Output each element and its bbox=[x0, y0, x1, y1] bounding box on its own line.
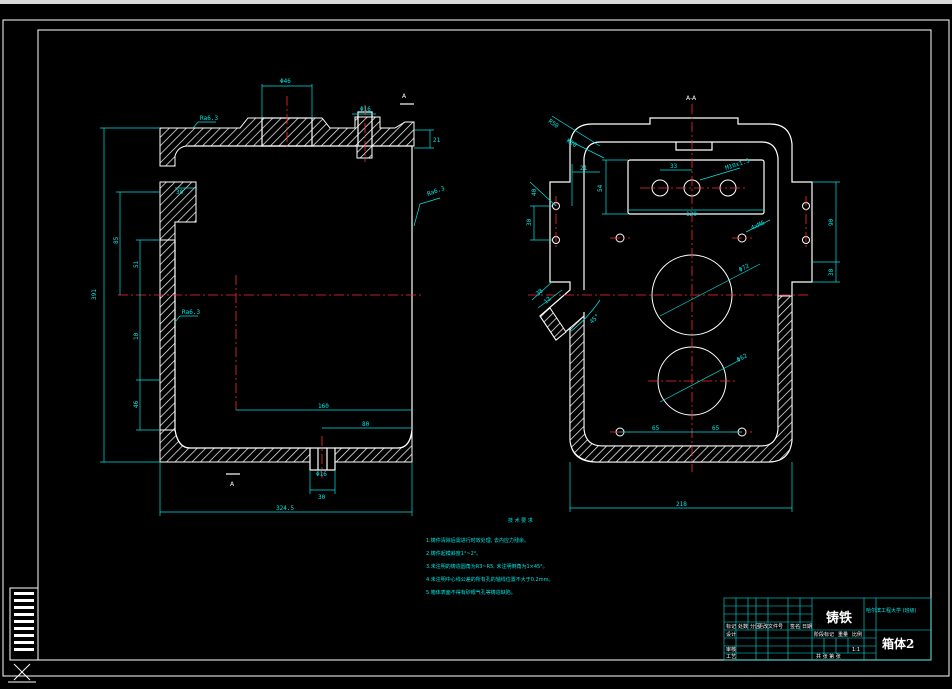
inner-border bbox=[37, 29, 932, 661]
dim-top-height: 21 bbox=[433, 137, 441, 144]
right-view-wall-section-right bbox=[569, 295, 793, 463]
tb-row-label-5: 签名 bbox=[790, 623, 800, 630]
left-view-drain bbox=[309, 447, 336, 471]
ucs-icon bbox=[8, 663, 36, 683]
tb-weight-label: 重量 bbox=[838, 631, 848, 638]
tb-row-label-2: 处数 bbox=[738, 623, 748, 630]
dim-top-small-bore: Φ16 bbox=[360, 106, 371, 113]
legend-bar-6 bbox=[14, 627, 34, 630]
dim-40: 40 bbox=[531, 188, 538, 196]
dim-overall-width: 324.5 bbox=[276, 505, 294, 512]
tb-row-label-6: 日期 bbox=[802, 624, 812, 630]
tb-school: 哈尔滨工程大学 (班级) bbox=[866, 607, 917, 614]
rough-mark-2: Ra6.3 bbox=[426, 185, 446, 198]
dim-65-right: 65 bbox=[712, 425, 720, 432]
dim-33: 33 bbox=[670, 163, 678, 170]
cad-drawing-canvas[interactable]: A A Φ46 Φ16 21 391 85 51 10 46 3 bbox=[0, 4, 952, 689]
tb-row-label-3: 分区 bbox=[750, 623, 760, 630]
right-view: A-A bbox=[526, 95, 840, 512]
rough-mark-1: Ra6.3 bbox=[200, 115, 218, 122]
dim-38: 38 bbox=[535, 287, 545, 297]
right-view-top-notch bbox=[675, 142, 713, 151]
layer-legend[interactable] bbox=[9, 587, 39, 661]
legend-bar-7 bbox=[14, 634, 34, 637]
dim-bottom-width: 80 bbox=[362, 421, 370, 428]
tb-material: 铸铁 bbox=[826, 610, 852, 626]
dim-12: 12 bbox=[543, 295, 553, 305]
tb-design: 设计 bbox=[726, 631, 736, 638]
dim-drain: Φ16 bbox=[316, 471, 327, 478]
left-view-left-wall bbox=[159, 239, 176, 431]
dim-overall-height: 391 bbox=[91, 289, 98, 300]
dim-120: 120 bbox=[686, 211, 697, 218]
legend-bar-1 bbox=[14, 592, 34, 595]
dim-30-right: 30 bbox=[828, 268, 835, 276]
left-view-bottom-right bbox=[334, 429, 413, 463]
dim-angle: 45° bbox=[588, 313, 601, 326]
rough-mark-3: Ra6.3 bbox=[182, 309, 200, 316]
left-view-inner-outline bbox=[174, 145, 413, 449]
dim-top-bore: Φ46 bbox=[280, 78, 291, 85]
outer-border bbox=[2, 19, 950, 677]
notes-heading: 技 术 要 求 bbox=[508, 517, 533, 524]
tb-row-label-1: 标记 bbox=[726, 623, 736, 630]
section-label-top: A bbox=[402, 93, 407, 100]
tb-ratio-label: 比例 bbox=[852, 631, 862, 638]
tb-scale: 1:1 bbox=[852, 647, 860, 653]
dim-65-left: 65 bbox=[652, 425, 660, 432]
note-item-5: 5.箱体表面不得有砂眼气孔等铸造缺陷。 bbox=[426, 589, 516, 596]
tb-review: 审核 bbox=[726, 646, 736, 653]
left-view-dim-lines bbox=[100, 84, 441, 516]
dim-height-mid2: 10 bbox=[133, 332, 140, 340]
note-item-4: 4.未注明中心线公差的所有孔的轴线位置不大于0.2mm。 bbox=[426, 576, 553, 583]
dim-height-upper: 85 bbox=[113, 236, 120, 244]
legend-bar-9 bbox=[14, 648, 34, 651]
title-block-frame bbox=[723, 597, 932, 661]
note-item-2: 2.铸件起模斜度1°~2°。 bbox=[426, 550, 481, 557]
dim-21: 21 bbox=[580, 165, 588, 172]
legend-bar-2 bbox=[14, 599, 34, 602]
dim-54: 54 bbox=[597, 184, 604, 192]
tb-row-label-4: 更改文件号 bbox=[758, 623, 783, 630]
right-view-dim-lines bbox=[529, 115, 840, 512]
dim-drain-width: 30 bbox=[318, 494, 326, 501]
dim-height-mid1: 51 bbox=[133, 260, 140, 268]
legend-bar-8 bbox=[14, 641, 34, 644]
window-title-strip bbox=[0, 0, 952, 4]
dim-r-top2: R20 bbox=[565, 138, 578, 150]
title-block-grid bbox=[724, 598, 931, 660]
tb-stage-label: 阶段标记 bbox=[814, 631, 834, 638]
left-view: A A Φ46 Φ16 21 391 85 51 10 46 3 bbox=[91, 78, 446, 516]
legend-frame bbox=[9, 587, 39, 661]
dim-height-low: 46 bbox=[133, 400, 140, 408]
dim-90: 90 bbox=[828, 218, 835, 226]
right-view-top-window bbox=[627, 159, 765, 215]
note-item-1: 1.铸件清除后需进行时效处理, 去内应力残余。 bbox=[426, 537, 529, 544]
tb-part-name: 箱体2 bbox=[882, 636, 914, 651]
dim-inner-width: 160 bbox=[318, 403, 329, 410]
right-view-spout bbox=[539, 307, 567, 341]
note-item-3: 3.未注明的铸造圆角为R3~R5, 未注明倒角为1×45°。 bbox=[426, 563, 548, 570]
dim-bore-big: Φ72 bbox=[738, 262, 751, 273]
legend-bar-5 bbox=[14, 620, 34, 623]
dim-bore-small: Φ62 bbox=[736, 352, 749, 363]
dim-overall-width-right: 218 bbox=[676, 501, 687, 508]
dim-holes-m6: 4xM6 bbox=[750, 219, 766, 232]
right-view-title: A-A bbox=[686, 95, 697, 102]
title-block: 标记 处数 分区 更改文件号 签名 日期 设计 审核 工艺 铸铁 哈尔滨工程大学… bbox=[723, 597, 932, 661]
dim-30-left: 30 bbox=[526, 218, 533, 226]
section-label-bottom: A bbox=[230, 481, 235, 488]
technical-requirements: 技 术 要 求 1.铸件清除后需进行时效处理, 去内应力残余。 2.铸件起模斜度… bbox=[426, 517, 553, 596]
dim-ledge-width: 30 bbox=[176, 189, 184, 196]
legend-bar-4 bbox=[14, 613, 34, 616]
tb-process: 工艺 bbox=[726, 654, 736, 660]
tb-sheet-label: 共 张 第 张 bbox=[816, 653, 841, 660]
legend-bar-3 bbox=[14, 606, 34, 609]
